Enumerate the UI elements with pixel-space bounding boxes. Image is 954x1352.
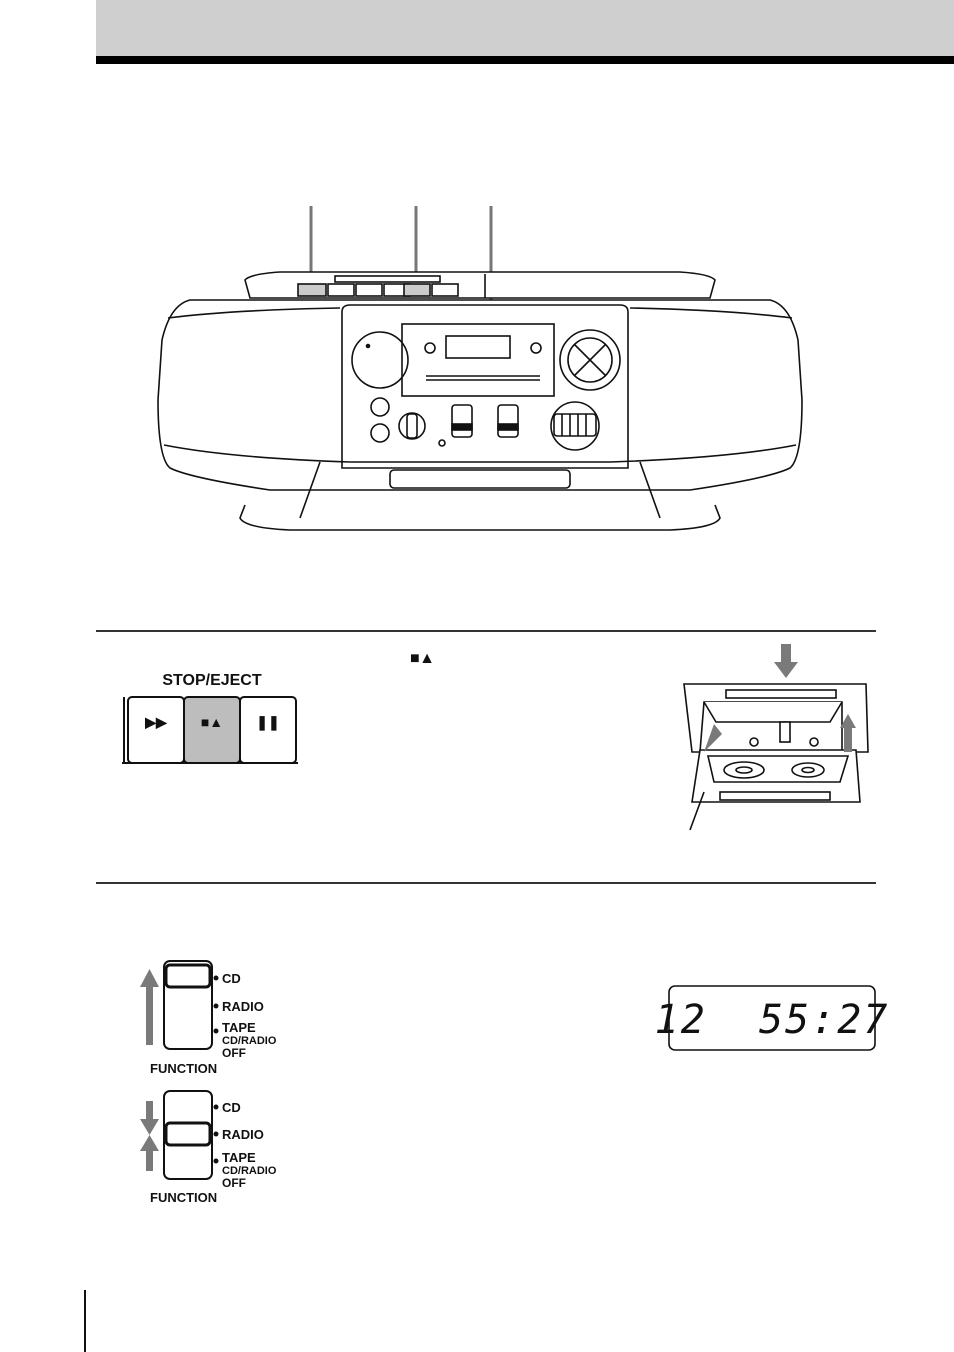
stop-eject-label: STOP/EJECT — [162, 672, 262, 689]
position-off-label: OFF — [222, 1046, 246, 1060]
position-cd-label: CD — [222, 971, 241, 986]
page-margin-rule — [84, 1290, 86, 1352]
position-tape-label: TAPE — [222, 1020, 256, 1035]
stop-eject-icon[interactable]: ■▲ — [201, 714, 223, 730]
down-arrow-icon — [774, 644, 798, 678]
position-cdradio-label: CD/RADIO — [222, 1165, 277, 1177]
position-tape-label: TAPE — [222, 1150, 256, 1165]
function-caption: FUNCTION — [150, 1190, 217, 1205]
lcd-digits: 12 55:27 — [655, 997, 890, 1043]
cassette-insert-illustration — [683, 644, 869, 831]
arrow-up-right-icon — [840, 714, 856, 752]
function-switch-1: CD RADIO TAPE CD/RADIO OFF FUNCTION — [140, 960, 277, 1076]
lcd-display: 12 55:27 — [655, 985, 887, 1051]
header-band — [96, 0, 954, 56]
position-cdradio-label: CD/RADIO — [222, 1035, 277, 1047]
stop-eject-symbol: ■▲ — [410, 650, 435, 667]
section-divider-2 — [96, 882, 876, 884]
function-switch-2: CD RADIO TAPE CD/RADIO OFF FUNCTION — [140, 1090, 277, 1205]
position-off-label: OFF — [222, 1176, 246, 1190]
arrow-up-icon — [140, 969, 159, 1045]
header-rule — [96, 56, 954, 64]
position-radio-label: RADIO — [222, 1127, 264, 1142]
position-radio-label: RADIO — [222, 999, 264, 1014]
section-divider-1 — [96, 630, 876, 632]
pause-icon[interactable]: ❚❚ — [256, 714, 279, 731]
stop-eject-panel: STOP/EJECT ▶▶ ■▲ ❚❚ — [122, 672, 298, 764]
function-caption: FUNCTION — [150, 1061, 217, 1076]
top-buttons — [297, 283, 459, 297]
arrow-up-icon — [140, 1135, 159, 1171]
arrow-up-left-icon — [704, 724, 722, 752]
fast-forward-icon[interactable]: ▶▶ — [144, 714, 168, 730]
arrow-down-icon — [140, 1101, 159, 1135]
boombox-illustration — [157, 206, 803, 531]
position-cd-label: CD — [222, 1100, 241, 1115]
